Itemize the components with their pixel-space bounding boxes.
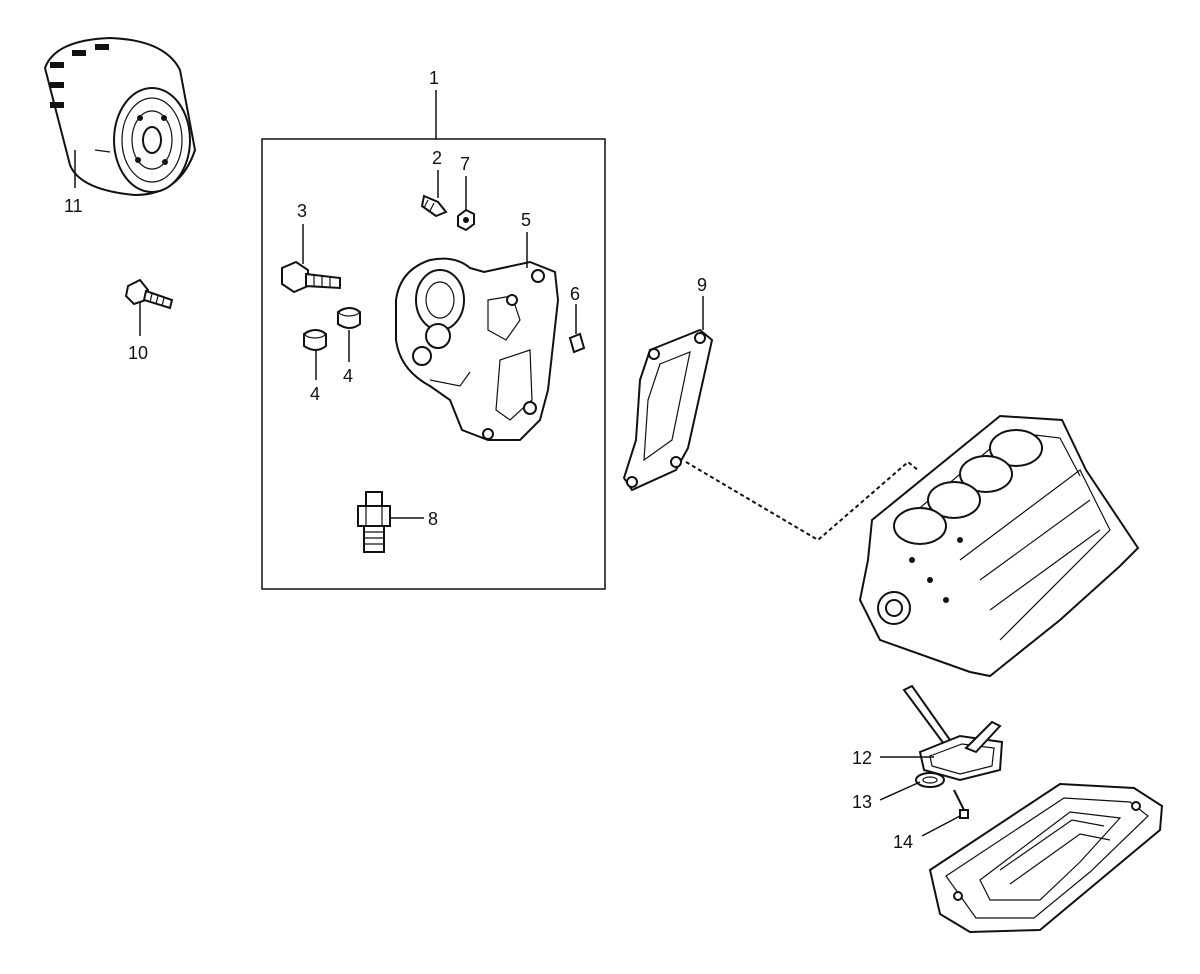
callout-3[interactable]: 3 (297, 201, 307, 221)
oil-strainer-part-12[interactable] (902, 684, 1004, 782)
callout-4-right[interactable]: 4 (343, 366, 353, 386)
gasket-part-9[interactable] (622, 328, 714, 492)
o-ring-part-13[interactable] (915, 772, 945, 788)
callout-8[interactable]: 8 (428, 509, 438, 529)
pressure-switch-part-8[interactable] (357, 491, 391, 553)
callout-7[interactable]: 7 (460, 154, 470, 174)
stud-part-2[interactable] (420, 194, 448, 218)
callout-10[interactable]: 10 (128, 343, 148, 363)
callout-1[interactable]: 1 (429, 68, 439, 88)
callout-5[interactable]: 5 (521, 210, 531, 230)
engine-block (858, 414, 1140, 678)
oil-filter-housing-part-5[interactable] (395, 257, 560, 441)
callout-2[interactable]: 2 (432, 148, 442, 168)
leader-line-13 (879, 781, 921, 801)
callout-12[interactable]: 12 (852, 748, 872, 768)
callout-9[interactable]: 9 (697, 275, 707, 295)
mounting-guide-line (685, 460, 919, 542)
plug-part-6[interactable] (568, 332, 586, 354)
nut-part-7[interactable] (457, 208, 475, 232)
callout-13[interactable]: 13 (852, 792, 872, 812)
oil-filter-part-11[interactable] (43, 36, 197, 197)
callout-14[interactable]: 14 (893, 832, 913, 852)
callout-4-left[interactable]: 4 (310, 384, 320, 404)
bolt-part-3[interactable] (281, 260, 341, 294)
sleeve-part-4-right[interactable] (337, 307, 361, 329)
sleeve-part-4-left[interactable] (303, 329, 327, 351)
bolt-part-10[interactable] (124, 278, 174, 310)
callout-6[interactable]: 6 (570, 284, 580, 304)
bolt-part-14[interactable] (953, 789, 969, 819)
oil-pan (928, 782, 1164, 934)
leader-line-14 (921, 815, 961, 837)
assembly-group-box (261, 138, 606, 590)
callout-11[interactable]: 11 (64, 196, 83, 216)
